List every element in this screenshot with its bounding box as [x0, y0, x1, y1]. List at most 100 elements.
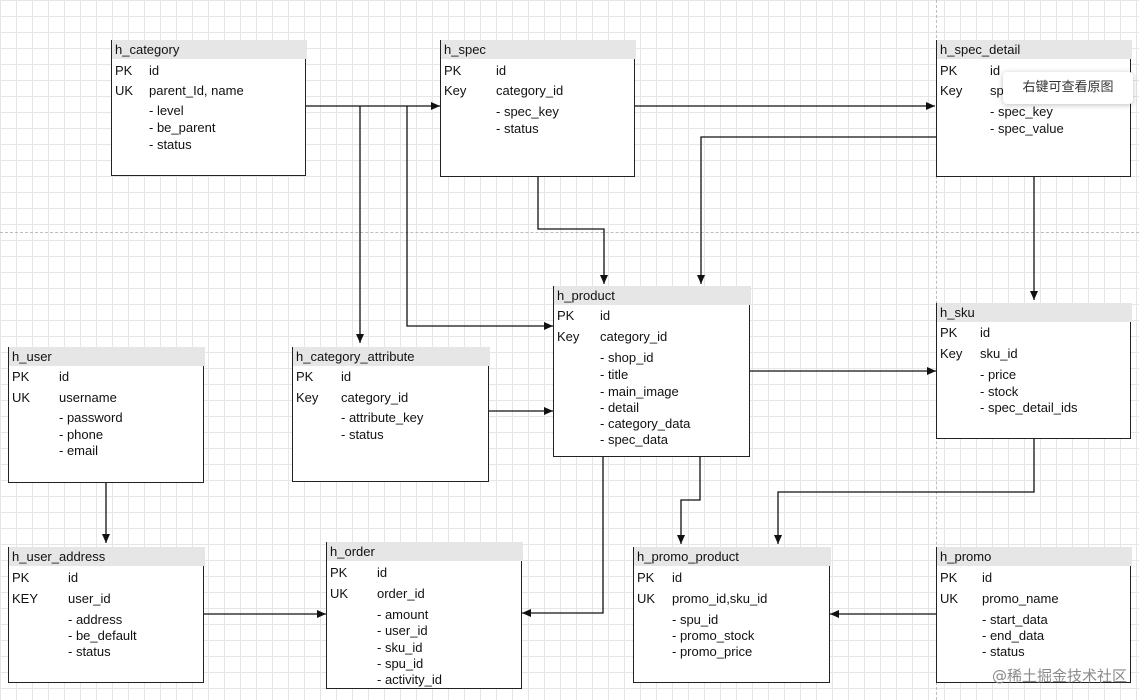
field-name: - price [980, 367, 1017, 382]
field-name: - user_id [377, 623, 428, 638]
table-h-product[interactable]: h_product PK id Key category_id - shop_i… [553, 286, 751, 457]
field-name: - promo_stock [672, 628, 755, 643]
context-tooltip: 右键可查看原图 [1003, 72, 1133, 104]
field-tag: KEY [12, 591, 39, 606]
field-name: - spu_id [672, 612, 719, 627]
field-name: - shop_id [600, 350, 654, 365]
field-name: id [980, 325, 991, 340]
field-name: id [149, 63, 160, 78]
field-name: - amount [377, 607, 429, 622]
table-h-category-attribute[interactable]: h_category_attribute PK id Key category_… [292, 347, 490, 482]
field-name: id [341, 369, 352, 384]
field-tag: UK [940, 591, 959, 606]
field-tag: PK [637, 570, 655, 585]
field-name: user_id [68, 591, 111, 606]
field-name: order_id [377, 586, 425, 601]
table-title: h_product [554, 286, 751, 305]
field-name: promo_name [982, 591, 1059, 606]
field-name: - end_data [982, 628, 1045, 643]
field-tag: PK [444, 63, 462, 78]
table-title: h_sku [937, 303, 1132, 322]
field-name: - be_default [68, 628, 137, 643]
field-name: id [990, 63, 1001, 78]
arrow-sku-to-promo-product [774, 438, 1035, 544]
field-name: id [59, 369, 70, 384]
field-name: category_id [496, 83, 564, 98]
field-name: id [68, 570, 79, 585]
field-name: id [600, 308, 611, 323]
field-name: - activity_id [377, 672, 443, 687]
field-name: id [982, 570, 993, 585]
field-tag: UK [637, 591, 656, 606]
field-tag: UK [330, 586, 349, 601]
guide-line-horizontal [0, 232, 1139, 233]
field-tag: PK [296, 369, 314, 384]
table-title: h_category [112, 40, 307, 59]
field-name: - address [68, 612, 123, 627]
field-name: - status [496, 121, 539, 136]
field-name: sku_id [980, 346, 1018, 361]
field-name: promo_id,sku_id [672, 591, 768, 606]
arrow-category-to-product [406, 106, 553, 330]
site-watermark: @稀土掘金技术社区 [991, 667, 1127, 685]
field-name: - status [149, 137, 192, 152]
field-tag: PK [940, 570, 958, 585]
field-name: - main_image [600, 384, 679, 399]
table-title: h_user_address [9, 547, 205, 566]
table-title: h_category_attribute [293, 347, 490, 366]
field-tag: PK [940, 63, 958, 78]
field-tag: PK [557, 308, 575, 323]
field-name: - stock [980, 384, 1019, 399]
field-name: - sku_id [377, 640, 423, 655]
table-h-promo-product[interactable]: h_promo_product PK id UK promo_id,sku_id… [633, 547, 831, 683]
table-title: h_order [327, 542, 523, 561]
field-tag: Key [940, 346, 963, 361]
field-name: - start_data [982, 612, 1048, 627]
field-name: - promo_price [672, 644, 753, 659]
field-name: - status [341, 427, 384, 442]
field-tag: Key [557, 329, 580, 344]
table-title: h_promo [937, 547, 1132, 566]
field-tag: Key [444, 83, 467, 98]
field-name: - spu_id [377, 656, 424, 671]
table-h-spec[interactable]: h_spec PK id Key category_id - spec_key … [440, 40, 636, 177]
field-name: - spec_value [990, 121, 1064, 136]
field-name: - be_parent [149, 120, 216, 135]
field-name: - spec_key [496, 104, 559, 119]
table-h-promo[interactable]: h_promo PK id UK promo_name - start_data… [936, 547, 1132, 683]
table-h-user-address[interactable]: h_user_address PK id KEY user_id - addre… [8, 547, 205, 683]
field-name: - status [68, 644, 111, 659]
field-name: - detail [600, 400, 640, 415]
table-h-order[interactable]: h_order PK id UK order_id - amount - use… [326, 542, 523, 689]
arrow-product-to-order [522, 456, 604, 617]
field-name: - category_data [600, 416, 691, 431]
table-h-category[interactable]: h_category PK id UK parent_Id, name - le… [111, 40, 307, 176]
field-name: - status [982, 644, 1025, 659]
field-name: - spec_data [600, 432, 668, 447]
field-tag: Key [296, 390, 319, 405]
table-title: h_spec_detail [937, 40, 1132, 59]
field-name: - level [149, 103, 184, 118]
field-name: - email [59, 443, 99, 458]
field-tag: Key [940, 83, 963, 98]
table-h-spec-detail[interactable]: h_spec_detail PK id Key sp - spec_key - … [936, 40, 1132, 177]
field-name: username [59, 390, 117, 405]
table-h-sku[interactable]: h_sku PK id Key sku_id - price - stock -… [936, 303, 1132, 439]
arrow-spec-to-product [537, 176, 608, 284]
field-name: - title [600, 367, 629, 382]
arrow-product-to-promo-product [677, 456, 701, 544]
field-tag: UK [12, 390, 31, 405]
field-tag: PK [115, 63, 133, 78]
field-name: id [377, 565, 388, 580]
table-title: h_spec [441, 40, 636, 59]
field-tag: PK [12, 369, 30, 384]
field-name: - attribute_key [341, 410, 424, 425]
table-h-user[interactable]: h_user PK id UK username - password - ph… [8, 347, 205, 483]
field-tag: PK [940, 325, 958, 340]
table-title: h_promo_product [634, 547, 831, 566]
field-name: - phone [59, 427, 104, 442]
field-name: - spec_key [990, 104, 1053, 119]
field-name: - spec_detail_ids [980, 400, 1078, 415]
field-name: category_id [600, 329, 668, 344]
